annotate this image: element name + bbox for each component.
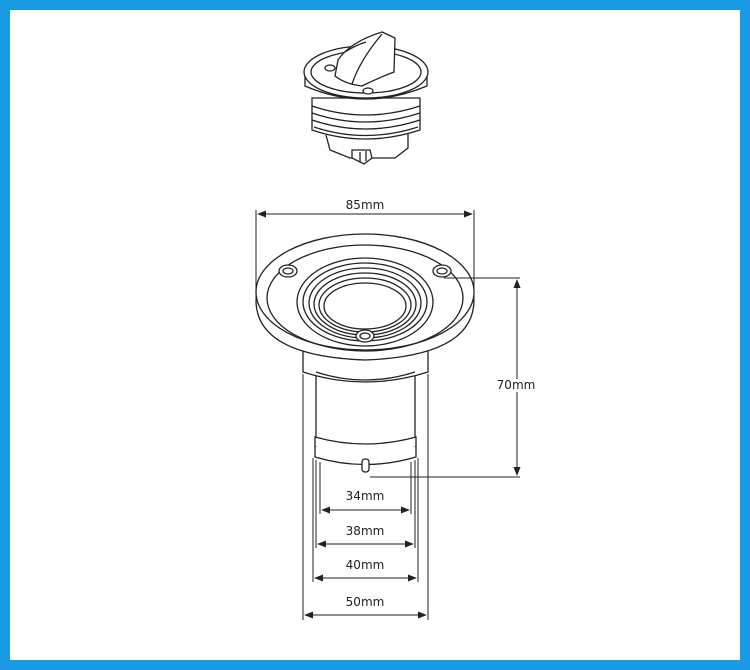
dimension-label-85mm: 85mm: [346, 198, 385, 212]
deck-fill-body: [255, 233, 475, 473]
dimension-label-40mm: 40mm: [346, 558, 385, 572]
dimension-label-38mm: 38mm: [346, 524, 385, 538]
dimension-label-50mm: 50mm: [346, 595, 385, 609]
dimension-lines: [255, 210, 521, 620]
dimension-label-70mm: 70mm: [497, 378, 536, 392]
cap-illustration: [303, 31, 429, 165]
dimension-label-34mm: 34mm: [346, 489, 385, 503]
